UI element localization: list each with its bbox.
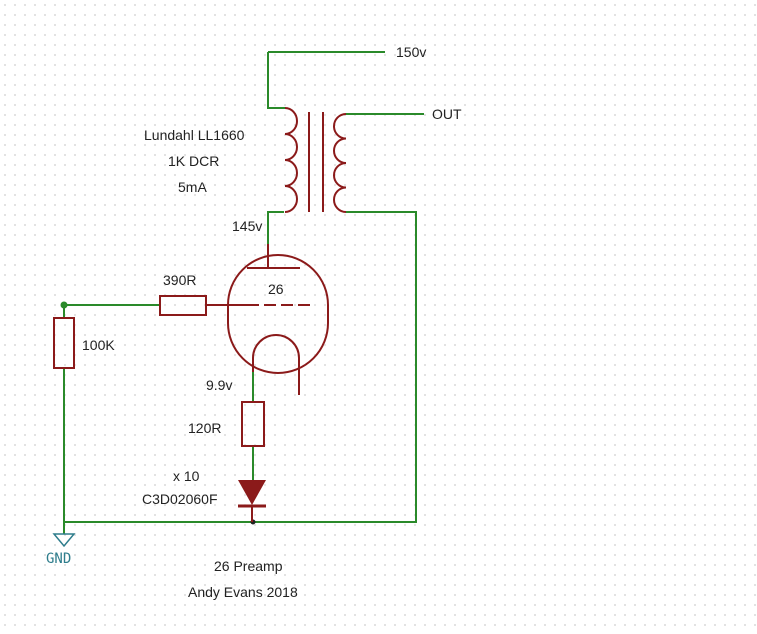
- resistor-100k: [53, 317, 75, 369]
- schematic-author: Andy Evans 2018: [188, 584, 298, 600]
- transformer-name-label: Lundahl LL1660: [144, 127, 245, 143]
- wires: [63, 51, 424, 534]
- plate-voltage-label: 145v: [232, 218, 262, 234]
- supply-voltage-label: 150v: [396, 44, 426, 60]
- diode-c3d02060f: [238, 480, 266, 522]
- wire-primary-to-plate: [267, 211, 284, 244]
- wire-secondary-to-ground: [64, 211, 417, 523]
- tube-type-label: 26: [268, 281, 284, 297]
- ground-label: GND: [46, 551, 71, 567]
- output-label: OUT: [432, 106, 462, 122]
- cathode-resistor-label: 120R: [188, 420, 221, 436]
- resistor-390r: [159, 295, 207, 316]
- transformer-primary-winding: [284, 107, 298, 213]
- diode-count-label: x 10: [173, 468, 200, 484]
- grid-leak-label: 100K: [82, 337, 115, 353]
- grid-node-junction: [60, 301, 68, 309]
- cathode-voltage-label: 9.9v: [206, 377, 232, 393]
- transformer-dcr-label: 1K DCR: [168, 153, 219, 169]
- transformer: [284, 107, 347, 213]
- diode-triangle: [238, 480, 266, 505]
- transformer-secondary-winding: [333, 113, 347, 213]
- tube-envelope: [227, 254, 329, 374]
- grid-resistor-label: 390R: [163, 272, 196, 288]
- transformer-current-label: 5mA: [178, 179, 207, 195]
- tube-26: [206, 244, 329, 395]
- ground-symbol: [52, 533, 76, 548]
- diode-part-label: C3D02060F: [142, 491, 218, 507]
- resistor-120r: [241, 401, 265, 447]
- tube-filament: [252, 334, 300, 395]
- wire-supply-to-primary: [267, 52, 285, 109]
- schematic-title: 26 Preamp: [214, 558, 283, 574]
